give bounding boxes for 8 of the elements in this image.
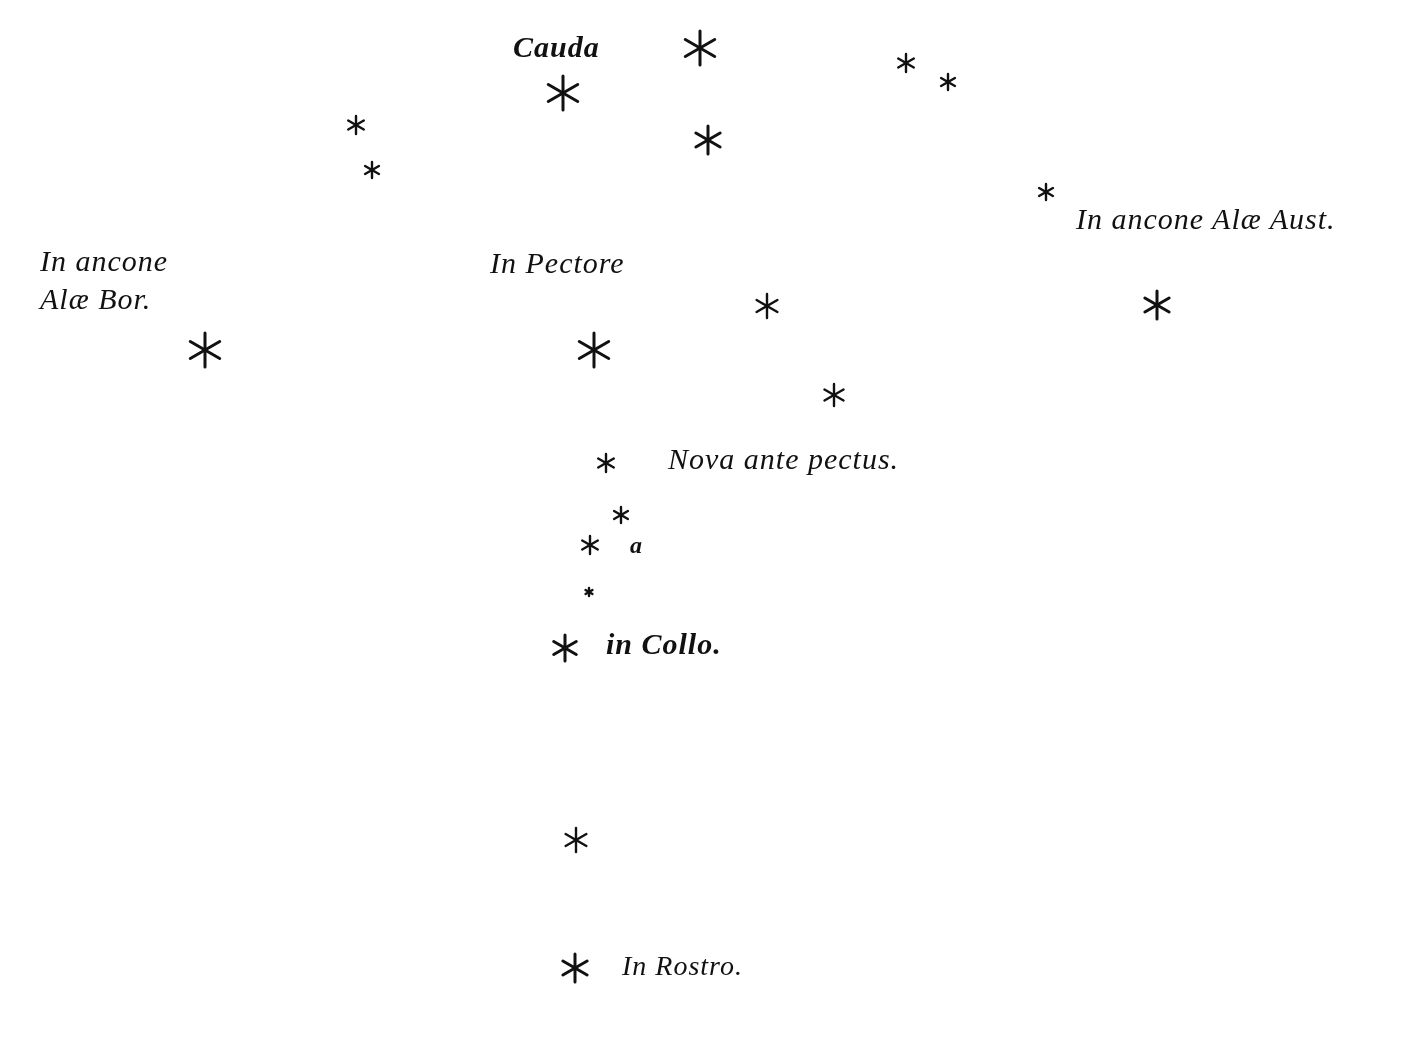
star-label: a <box>630 531 643 560</box>
star-label: In ancone Alæ Bor. <box>40 243 170 317</box>
star-label: in Collo. <box>606 626 722 662</box>
star-label: In Pectore <box>490 245 625 281</box>
star-label: Nova ante pectus. <box>668 441 900 477</box>
star-label: In Rostro. <box>622 949 743 983</box>
star-label: Cauda <box>513 29 600 65</box>
star-label: In ancone Alæ Aust. <box>1076 201 1336 237</box>
